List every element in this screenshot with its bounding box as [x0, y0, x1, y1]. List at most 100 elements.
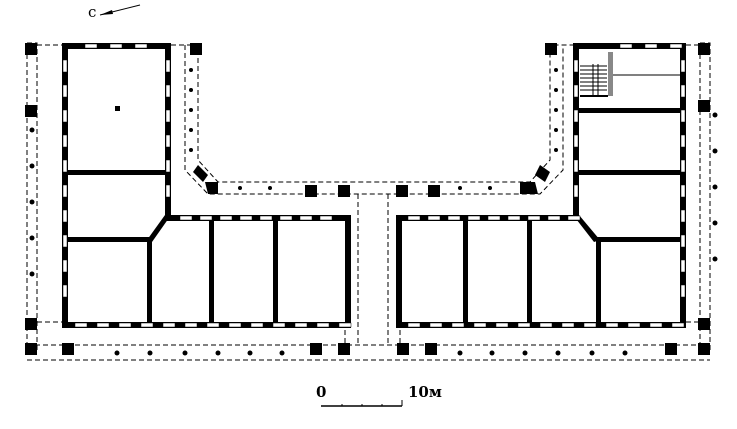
window	[316, 322, 330, 328]
column	[189, 108, 193, 112]
window	[165, 109, 171, 123]
window	[573, 84, 579, 98]
pillar	[25, 105, 37, 117]
window	[547, 215, 561, 221]
window	[165, 59, 171, 73]
column	[29, 163, 35, 169]
window	[680, 109, 686, 123]
pillar	[665, 343, 677, 355]
outer-gallery	[26, 42, 711, 361]
column	[147, 350, 153, 356]
window	[96, 322, 110, 328]
pillar	[698, 100, 710, 112]
column	[555, 350, 561, 356]
column	[215, 350, 221, 356]
pillar	[25, 318, 37, 330]
window	[644, 43, 658, 49]
window	[573, 134, 579, 148]
column	[522, 350, 528, 356]
column	[554, 68, 558, 72]
window	[671, 322, 685, 328]
window	[109, 43, 123, 49]
window	[62, 234, 68, 248]
window	[162, 322, 176, 328]
pillar	[396, 185, 408, 197]
window	[272, 322, 286, 328]
pillar	[698, 318, 710, 330]
pillar	[25, 43, 37, 55]
column	[489, 350, 495, 356]
window	[680, 184, 686, 198]
window	[62, 209, 68, 223]
window	[338, 322, 352, 328]
column	[189, 128, 193, 132]
pillar	[305, 185, 317, 197]
column	[29, 271, 35, 277]
column	[712, 184, 718, 190]
window	[140, 322, 154, 328]
window	[165, 134, 171, 148]
scale-start-label: 0	[316, 383, 327, 401]
window	[279, 215, 293, 221]
pillar	[698, 343, 710, 355]
window	[680, 209, 686, 223]
column	[712, 148, 718, 154]
column	[712, 256, 718, 262]
column	[189, 88, 193, 92]
pillar	[545, 43, 557, 55]
window	[567, 215, 581, 221]
window	[573, 59, 579, 73]
window	[407, 215, 421, 221]
north-arrow	[99, 4, 141, 16]
window	[62, 109, 68, 123]
pillar	[310, 343, 322, 355]
window	[206, 322, 220, 328]
window	[680, 234, 686, 248]
column	[189, 148, 193, 152]
window	[62, 259, 68, 273]
pillar	[62, 343, 74, 355]
window	[451, 322, 465, 328]
window	[165, 159, 171, 173]
window	[407, 322, 421, 328]
north-arrow-label: с	[88, 3, 97, 21]
window	[165, 84, 171, 98]
pillar	[397, 343, 409, 355]
window	[517, 322, 531, 328]
column	[29, 127, 35, 133]
column	[712, 112, 718, 118]
window	[467, 215, 481, 221]
scale-bar	[321, 400, 403, 407]
column	[589, 350, 595, 356]
window	[561, 322, 575, 328]
window	[62, 134, 68, 148]
window	[447, 215, 461, 221]
window	[680, 259, 686, 273]
window	[507, 215, 521, 221]
window	[649, 322, 663, 328]
window	[228, 322, 242, 328]
pillar	[698, 43, 710, 55]
staircase	[580, 52, 680, 97]
column	[554, 108, 558, 112]
pillar	[190, 43, 202, 55]
window	[134, 43, 148, 49]
column	[622, 350, 628, 356]
window	[583, 322, 597, 328]
column	[488, 186, 492, 190]
pillar	[205, 182, 218, 194]
window	[427, 215, 441, 221]
window	[239, 215, 253, 221]
window	[487, 215, 501, 221]
window	[680, 84, 686, 98]
window	[118, 322, 132, 328]
window	[680, 284, 686, 298]
column	[554, 148, 558, 152]
window	[319, 215, 333, 221]
window	[495, 322, 509, 328]
column	[238, 186, 242, 190]
window	[74, 322, 88, 328]
pillar	[425, 343, 437, 355]
